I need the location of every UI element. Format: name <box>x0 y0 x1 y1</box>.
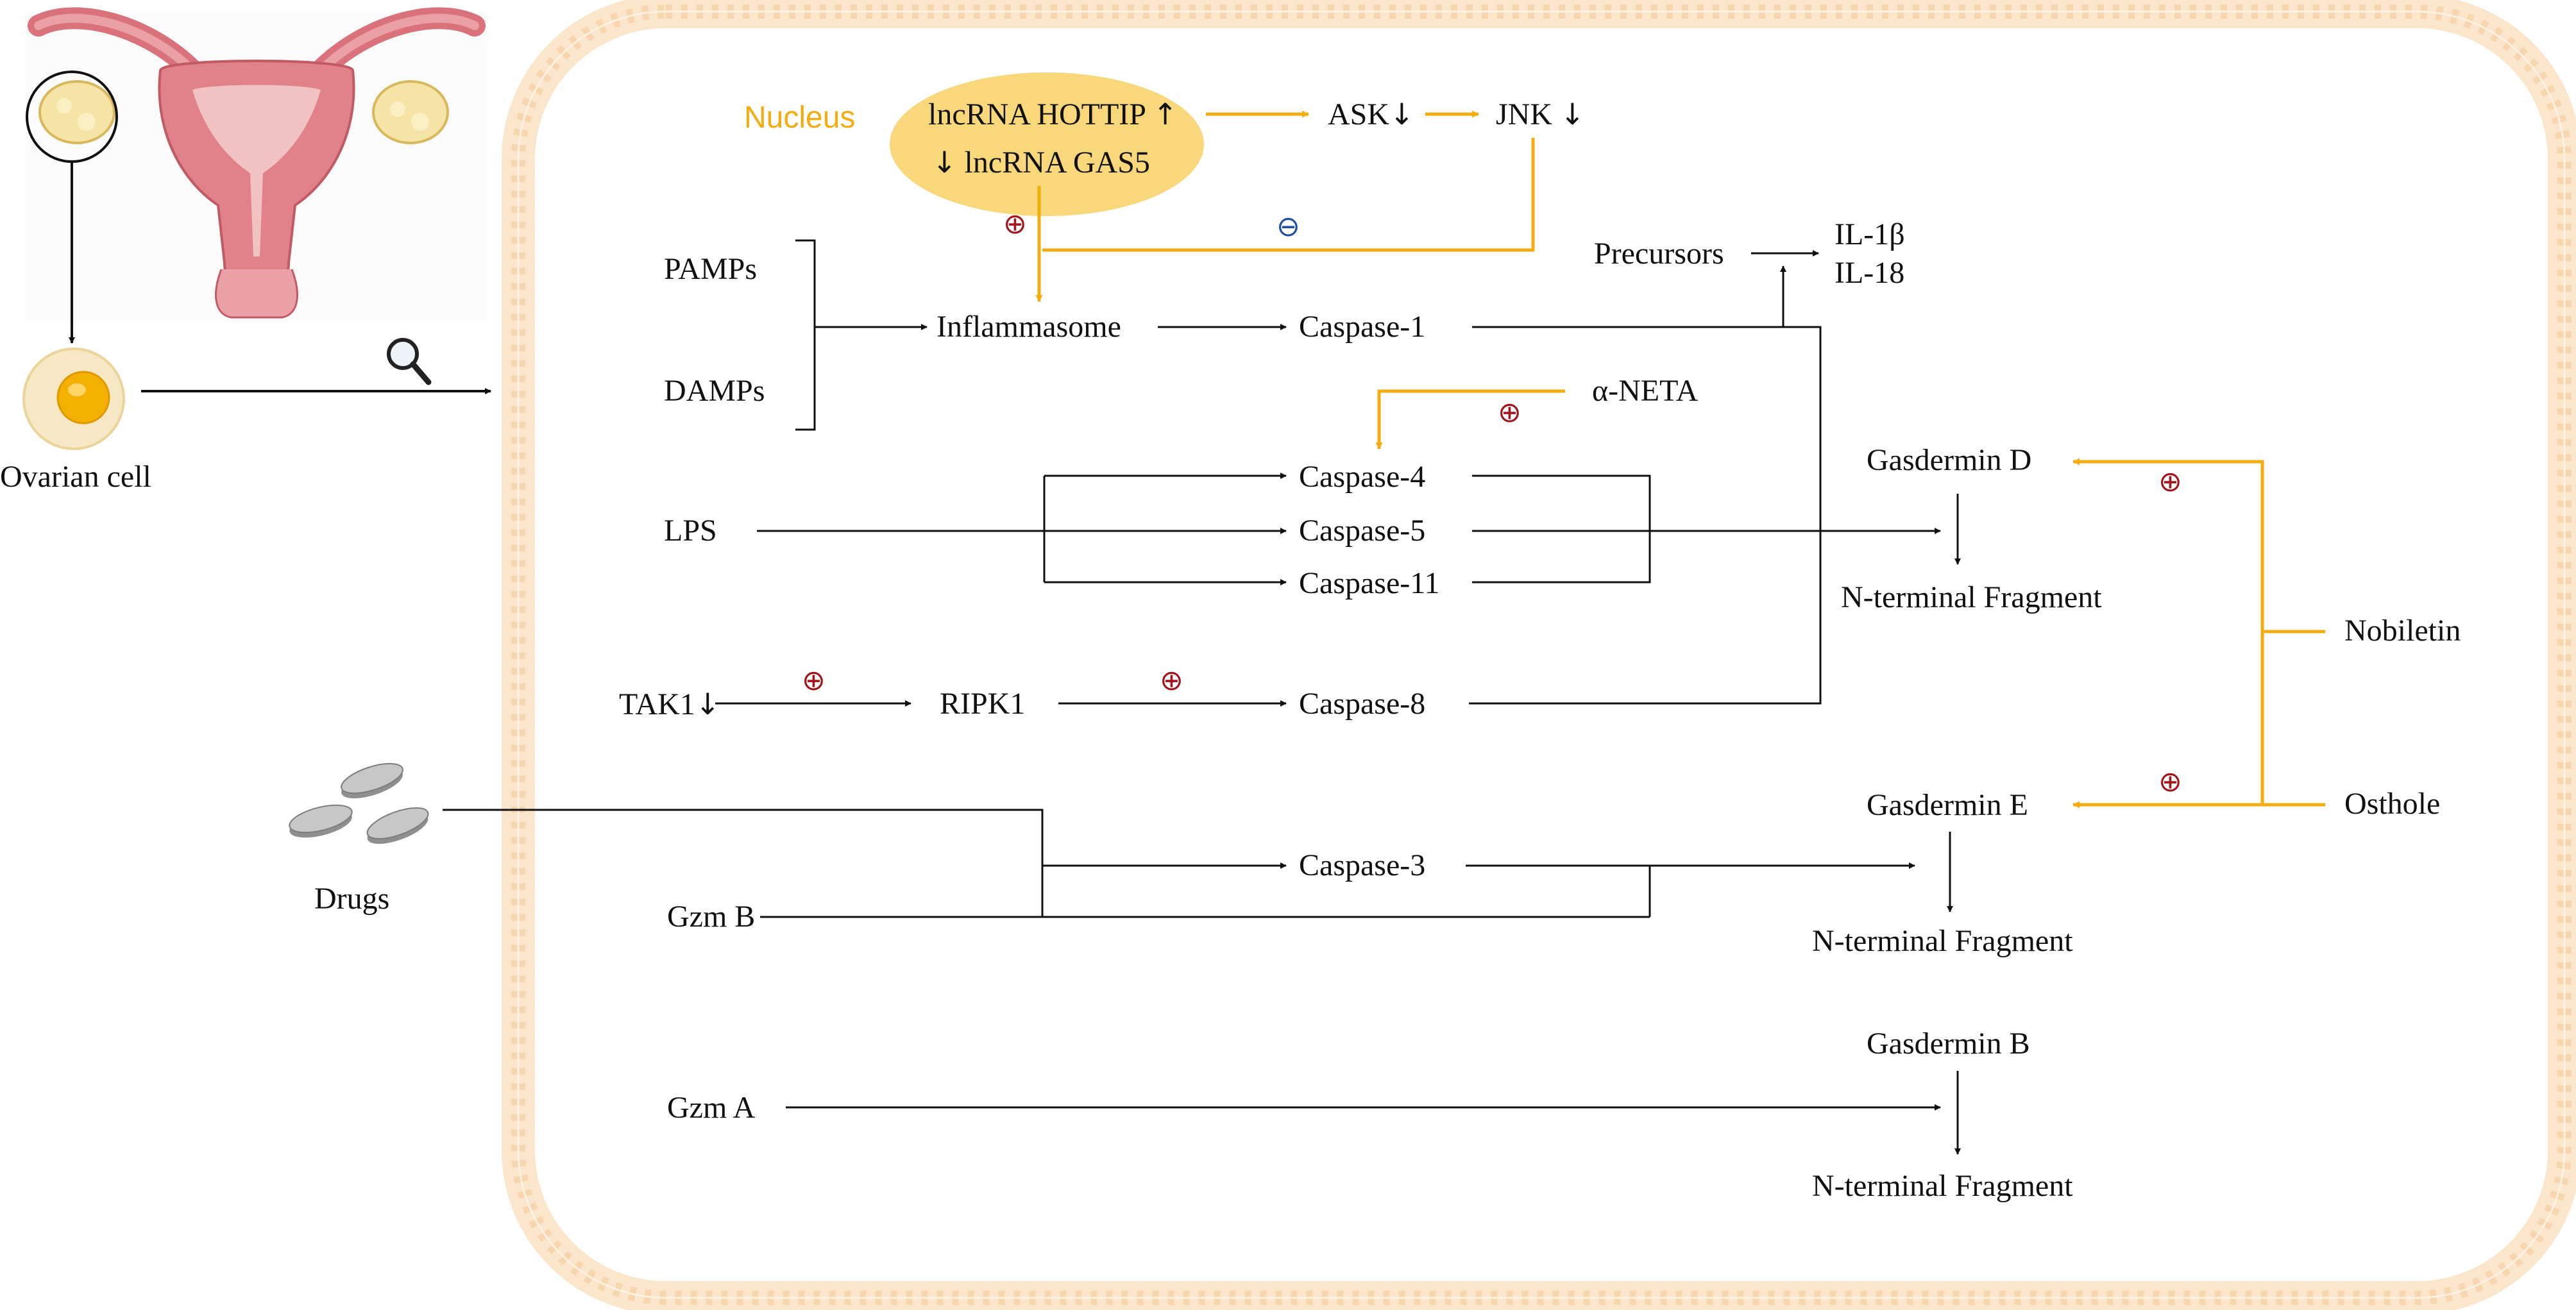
nterm-e-label: N-terminal Fragment <box>1812 924 2073 958</box>
tak1-label: TAK1↓ <box>619 686 720 723</box>
membrane-midline <box>517 10 2566 1299</box>
lncrna-gas5-text: lncRNA GAS5 <box>964 146 1150 180</box>
lncrna-hottip-label: lncRNA HOTTIP ↑ <box>928 96 1178 133</box>
right-follicle-1 <box>390 101 405 117</box>
cervix <box>215 269 298 319</box>
left-ovary <box>38 80 115 144</box>
right-tube-inner <box>316 13 479 75</box>
nobiletin-label: Nobiletin <box>2344 614 2461 648</box>
tablet-1-top <box>341 762 403 794</box>
uterus-ovaries-illustration <box>26 7 487 321</box>
drug-tablets-icon <box>289 762 429 844</box>
il1b-label: IL-1β <box>1835 217 1905 251</box>
down-arrow-icon: ↓ <box>932 145 957 180</box>
drugs-label: Drugs <box>314 882 390 916</box>
regulatory-arrows <box>1035 110 2325 809</box>
jnk-label: JNK ↓ <box>1496 96 1585 133</box>
ask-label: ASK↓ <box>1328 96 1414 133</box>
left-follicle-1 <box>56 98 72 113</box>
right-ovary <box>372 80 449 144</box>
caspase4-label: Caspase-4 <box>1299 460 1426 494</box>
membrane-heads <box>511 4 2572 1305</box>
lps-label: LPS <box>664 514 717 548</box>
gzmb-label: Gzm B <box>667 900 756 934</box>
jnk-inhibit-line <box>1042 138 1535 252</box>
pamps-damps-bracket <box>795 239 816 431</box>
plus-sign-icon: ⊕ <box>1003 208 1027 240</box>
tak1-text: TAK1 <box>619 687 695 721</box>
plus-sign-icon: ⊕ <box>2158 466 2182 498</box>
ovarian-cell-label: Ovarian cell <box>0 460 151 494</box>
cell-membrane <box>502 0 2576 1310</box>
osthole-trunk-line <box>2260 632 2325 807</box>
caspase11-label: Caspase-11 <box>1299 566 1440 600</box>
drugs-line <box>443 809 1044 917</box>
nterm-d-label: N-terminal Fragment <box>1841 580 2102 614</box>
osthole-label: Osthole <box>2344 787 2441 821</box>
precursors-label: Precursors <box>1594 237 1724 271</box>
aneta-to-caspase4-arrow <box>1375 389 1565 450</box>
cell-nucleus-icon <box>56 371 110 424</box>
down-arrow-icon: ↓ <box>1389 97 1414 131</box>
tablet-2-top <box>289 804 353 834</box>
ovarian-cell-icon <box>22 348 125 450</box>
left-tube-inner <box>34 13 197 75</box>
magnifier-icon <box>387 338 432 385</box>
down-arrow-icon: ↓ <box>695 687 720 721</box>
plus-sign-icon: ⊕ <box>2158 766 2182 798</box>
caspase5-label: Caspase-5 <box>1299 514 1426 548</box>
uterus-cavity <box>192 85 321 256</box>
ask-text: ASK <box>1328 97 1390 131</box>
caspase-right-bracket <box>1469 326 1822 705</box>
lncrna-hottip-text: lncRNA HOTTIP <box>928 97 1146 131</box>
pamps-label: PAMPs <box>664 252 758 286</box>
gsdme-label: Gasdermin E <box>1867 788 2028 822</box>
down-arrow-icon: ↓ <box>1560 97 1585 131</box>
magnifier-lens <box>387 338 419 370</box>
caspase1-label: Caspase-1 <box>1299 310 1426 344</box>
minus-sign-icon: ⊖ <box>1276 210 1300 243</box>
cell-highlight <box>68 383 86 396</box>
plus-sign-icon: ⊕ <box>1498 396 1521 429</box>
gsdmb-label: Gasdermin B <box>1867 1027 2030 1061</box>
aneta-label: α-NETA <box>1592 374 1699 408</box>
plus-sign-icon: ⊕ <box>1160 664 1183 697</box>
il18-label: IL-18 <box>1835 256 1905 290</box>
noncanonical-bracket <box>1472 474 1651 584</box>
pathway-lines <box>443 239 1961 1155</box>
magnifier-handle <box>410 361 432 385</box>
membrane-band <box>502 0 2576 1310</box>
caspase3-label: Caspase-3 <box>1299 848 1426 882</box>
gsdmd-label: Gasdermin D <box>1867 443 2032 477</box>
tablet-3-top <box>366 807 429 840</box>
nucleus-label: Nucleus <box>744 101 856 135</box>
nucleus-ellipse <box>890 72 1204 216</box>
inflammasome-label: Inflammasome <box>936 310 1121 344</box>
plus-sign-icon: ⊕ <box>802 664 826 697</box>
damps-label: DAMPs <box>664 374 765 408</box>
right-follicle-2 <box>411 113 429 131</box>
up-arrow-icon: ↑ <box>1153 97 1178 131</box>
ripk1-label: RIPK1 <box>940 687 1026 721</box>
nterm-b-label: N-terminal Fragment <box>1812 1169 2073 1203</box>
caspase8-label: Caspase-8 <box>1299 687 1426 721</box>
gzma-label: Gzm A <box>667 1091 756 1125</box>
jnk-text: JNK <box>1496 97 1553 131</box>
nobiletin-to-gsdmd-arrow <box>2072 458 2325 634</box>
left-follicle-2 <box>78 113 96 131</box>
lncrna-gas5-label: ↓ lncRNA GAS5 <box>932 144 1150 181</box>
